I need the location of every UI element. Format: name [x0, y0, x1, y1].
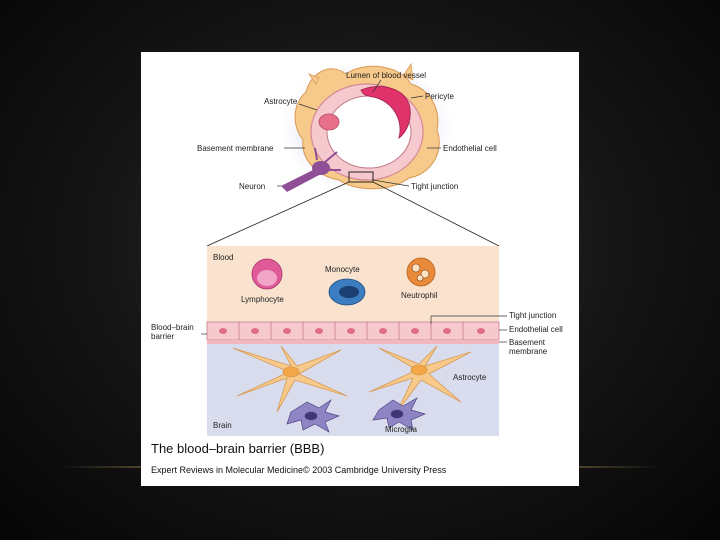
neutrophil-cell: [406, 257, 436, 287]
lymphocyte-cell: [251, 258, 283, 290]
label-microglia: Microglia: [385, 425, 418, 434]
microglia-right: [372, 397, 427, 431]
monocyte-cell: [328, 278, 366, 306]
zoom-line-left: [206, 181, 350, 247]
label-neuron: Neuron: [239, 182, 265, 191]
basement-membrane-layer: [207, 340, 499, 344]
zoom-line-right: [372, 181, 500, 247]
endothelial-nuclei: [219, 328, 485, 334]
label-bbb-line1: Blood–brain: [151, 323, 194, 332]
figure-caption-title: The blood–brain barrier (BBB): [151, 441, 325, 456]
neuron: [281, 147, 341, 192]
label-astrocyte-top: Astrocyte: [264, 97, 298, 106]
bbb-figure: Lumen of blood vessel Astrocyte Pericyte…: [141, 52, 579, 486]
bbb-diagram: Lumen of blood vessel Astrocyte Pericyte…: [151, 58, 563, 436]
label-lumen: Lumen of blood vessel: [346, 71, 426, 80]
label-blood: Blood: [213, 253, 233, 262]
top-leader-lines: [277, 79, 441, 187]
tight-junction-box: [348, 171, 374, 183]
astrocyte-right: [368, 345, 472, 413]
pericyte: [360, 86, 411, 139]
label-endothelial-detail: Endothelial cell: [509, 325, 563, 334]
label-pericyte: Pericyte: [425, 92, 454, 101]
label-lymphocyte: Lymphocyte: [241, 295, 284, 304]
label-astrocyte-detail: Astrocyte: [453, 373, 487, 382]
detail-leader-lines: [201, 315, 507, 343]
label-basement-line2: membrane: [509, 347, 548, 356]
figure-caption-credit: Expert Reviews in Molecular Medicine© 20…: [151, 465, 447, 475]
label-brain: Brain: [213, 421, 232, 430]
endothelial-nucleus: [318, 113, 340, 131]
label-tight-junction-detail: Tight junction: [509, 311, 556, 320]
label-tight-junction-top: Tight junction: [411, 182, 458, 191]
label-basement-membrane-top: Basement membrane: [197, 144, 274, 153]
endothelial-cells: [238, 322, 464, 340]
label-basement-line1: Basement: [509, 338, 546, 347]
label-endothelial-top: Endothelial cell: [443, 144, 497, 153]
microglia-left: [286, 398, 341, 433]
label-monocyte: Monocyte: [325, 265, 360, 274]
label-neutrophil: Neutrophil: [401, 291, 438, 300]
astrocyte-left: [232, 345, 348, 413]
label-bbb-line2: barrier: [151, 332, 174, 341]
